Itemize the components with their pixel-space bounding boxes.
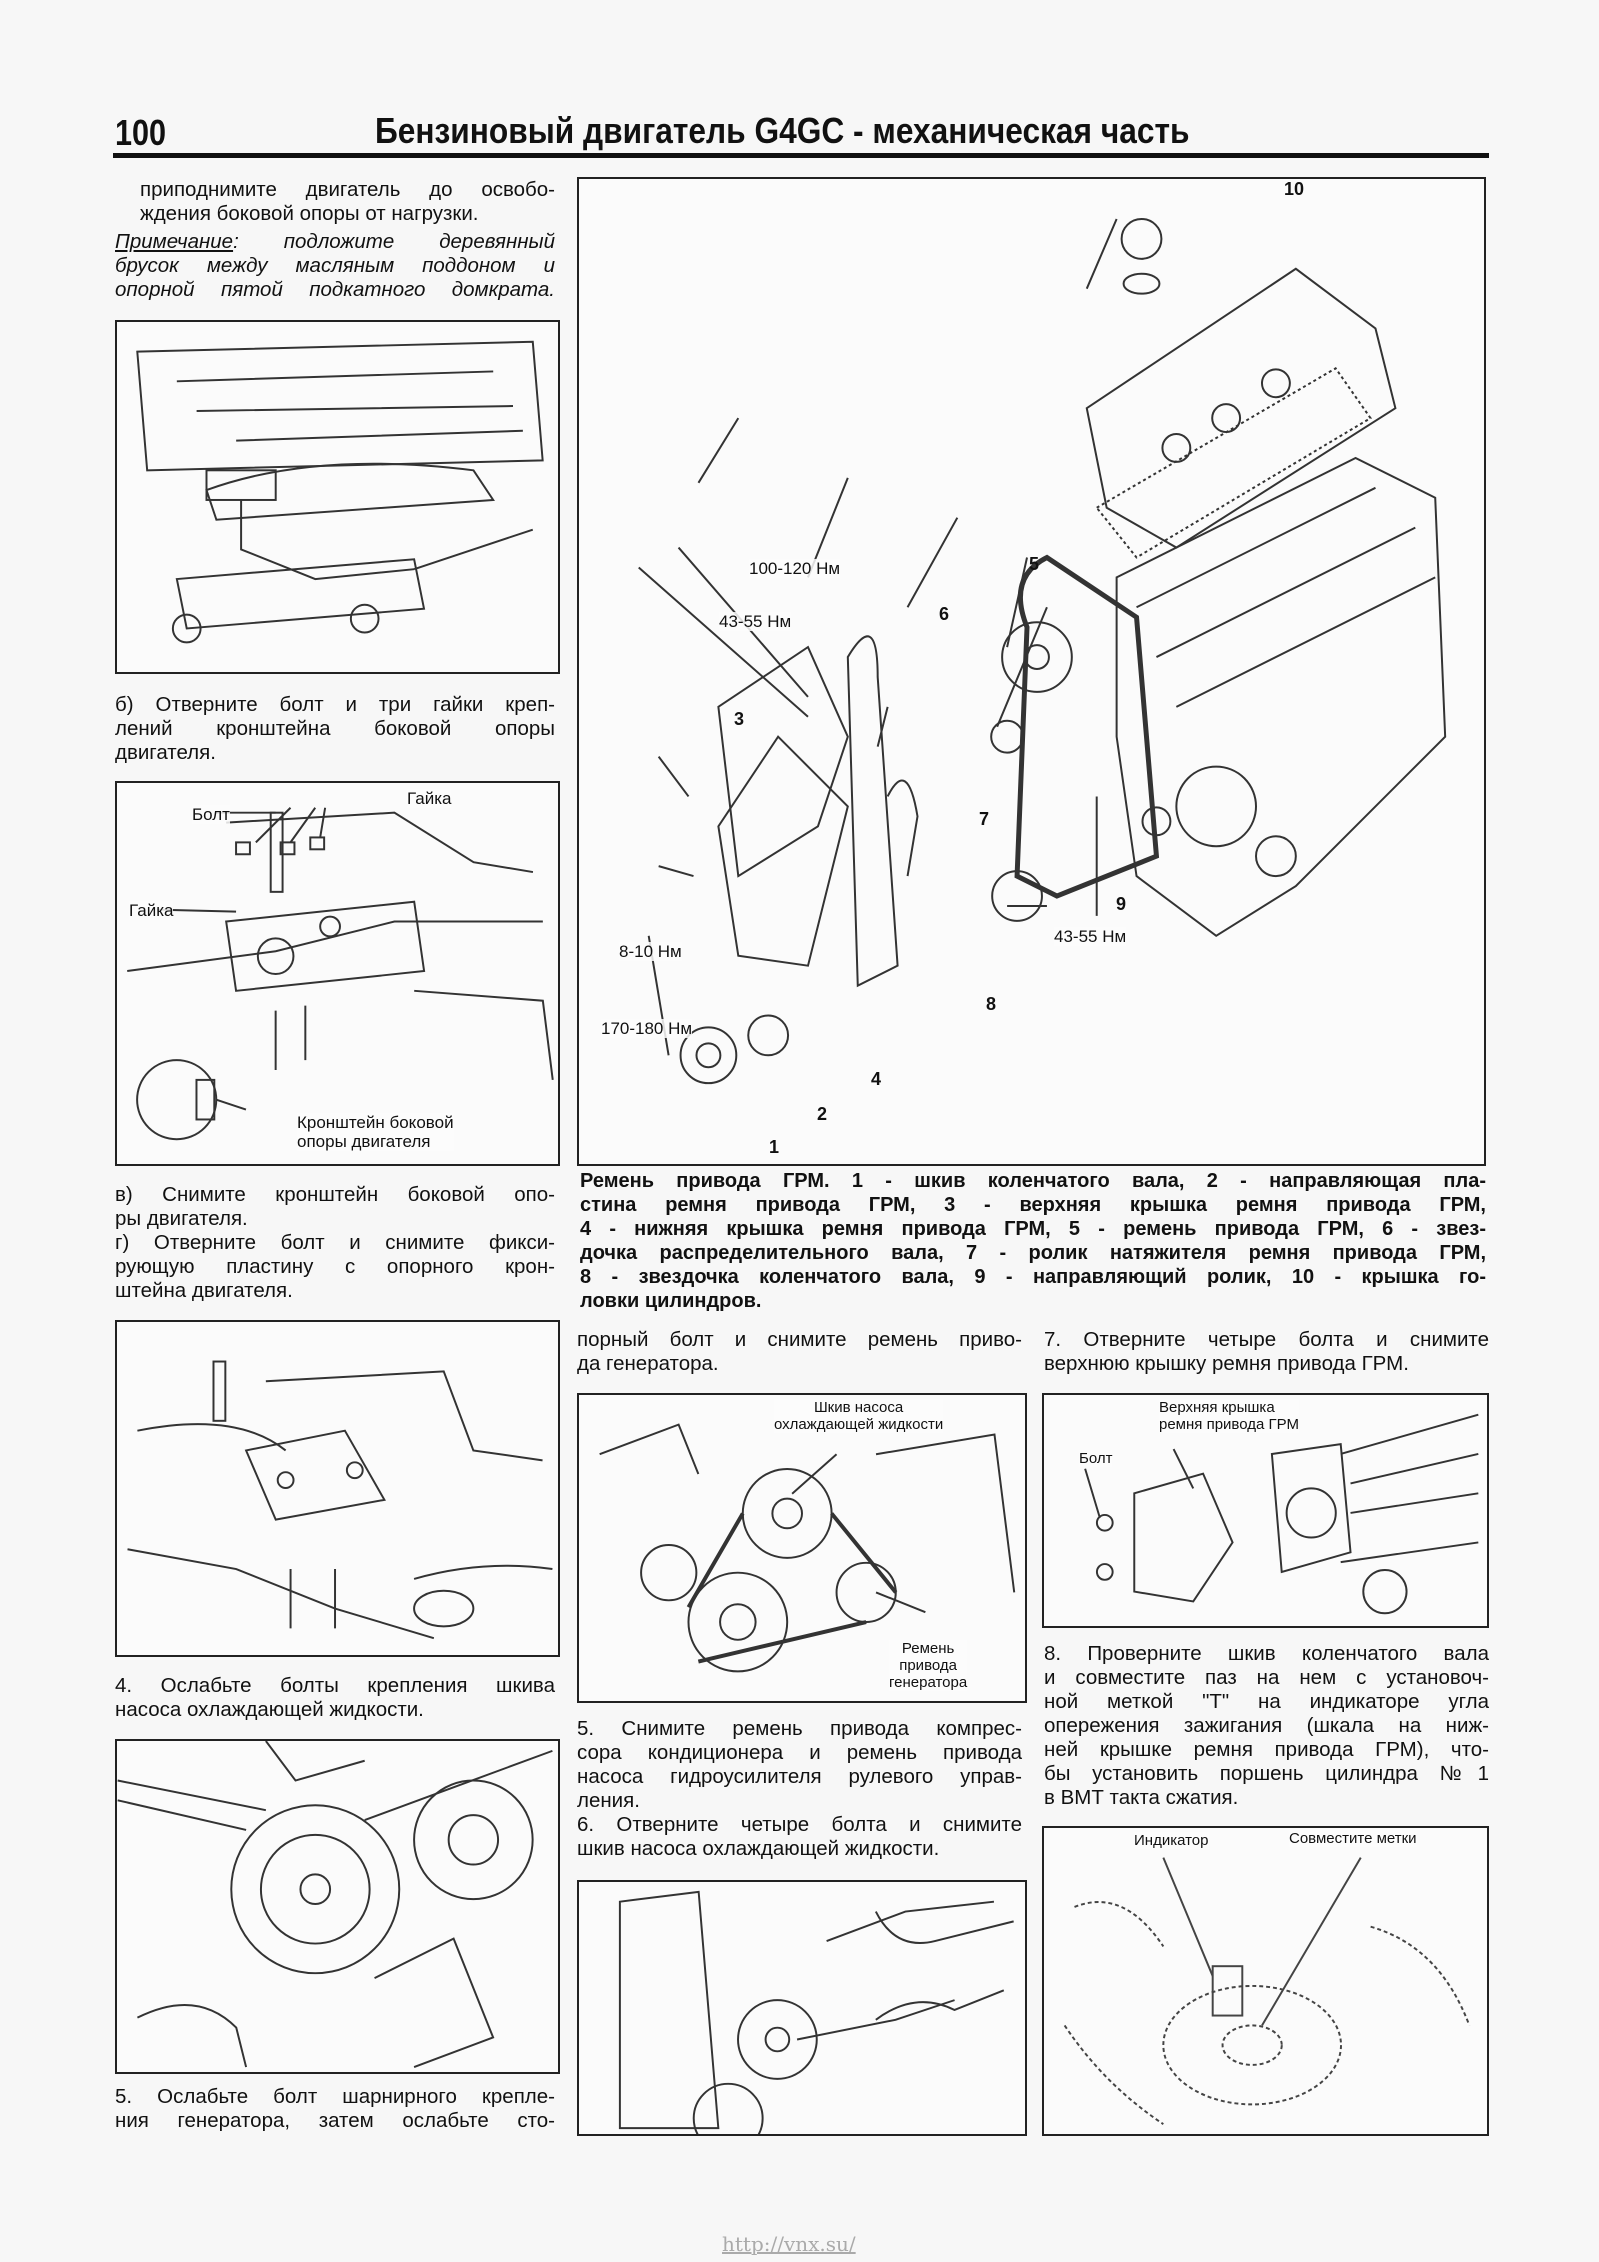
label-bracket: Кронштейн боковой опоры двигателя [297, 1113, 454, 1151]
figure-upper-timing-cover: Верхняя крышка ремня привода ГРМ Болт [1042, 1393, 1489, 1628]
callout-8: 8 [986, 994, 997, 1014]
figure-side-mount-bracket: Болт Гайка Гайка Кронштейн боковой опоры… [115, 781, 560, 1166]
callout-5: 5 [1029, 554, 1040, 574]
caption-line: ловки цилиндров. [580, 1290, 762, 1312]
figure-remove-pump-pulley [577, 1880, 1027, 2136]
torque-label-170-180: 170-180 Нм [601, 1019, 693, 1038]
text-line: двигателя. [115, 741, 216, 764]
text-line: ждения боковой опоры от нагрузки. [140, 202, 479, 225]
text-line: 8. Проверните шкив коленчатого вала [1044, 1642, 1489, 1665]
label-nut-left: Гайка [129, 901, 174, 920]
caption-line: 8 - звездочка коленчатого вала, 9 - напр… [580, 1266, 1486, 1288]
torque-label-43-55-a: 43-55 Нм [719, 612, 792, 631]
footer-url-link[interactable]: http://vnx.su/ [722, 2232, 856, 2256]
callout-2: 2 [817, 1104, 828, 1124]
text-line: 5. Снимите ремень привода компрес- [577, 1717, 1022, 1740]
label-align-marks: Совместите метки [1289, 1830, 1417, 1847]
torque-label-8-10: 8-10 Нм [619, 942, 682, 961]
left-paragraph-1: приподнимите двигатель до освобо- ждения… [140, 178, 555, 226]
middle-paragraph-2: 5. Снимите ремень привода компрес- сора … [577, 1717, 1022, 1861]
text-line: 4. Ослабьте болты крепления шкива [115, 1674, 555, 1697]
text-line: рующую пластину с опорного крон- [115, 1255, 555, 1278]
callout-9: 9 [1116, 894, 1127, 914]
left-paragraph-5: 5. Ослабьте болт шарнирного крепле- ния … [115, 2085, 555, 2133]
caption-line: Ремень привода ГРМ. 1 - шкив коленчатого… [580, 1170, 1486, 1192]
text-line: опережения зажигания (шкала на ниж- [1044, 1714, 1489, 1737]
left-paragraph-4: 4. Ослабьте болты крепления шкива насоса… [115, 1674, 555, 1722]
text-line: ния генератора, затем ослабьте сто- [115, 2109, 555, 2132]
torque-label-43-55-b: 43-55 Нм [1054, 927, 1127, 946]
callout-7: 7 [979, 809, 990, 829]
torque-label-100-120: 100-120 Нм [749, 559, 841, 578]
label-line: охлаждающей жидкости [774, 1416, 944, 1433]
text-line: б) Отверните болт и три гайки креп- [115, 693, 555, 716]
label-generator-belt: Ремень привода генератора [889, 1640, 968, 1691]
label-line: привода [899, 1657, 957, 1674]
text-line: в ВМТ такта сжатия. [1044, 1786, 1239, 1809]
text-line: да генератора. [577, 1352, 719, 1375]
text-line: ления. [577, 1789, 640, 1812]
text-line: шкив насоса охлаждающей жидкости. [577, 1837, 940, 1860]
label-line: Шкив насоса [813, 1399, 904, 1416]
text-line: бы установить поршень цилиндра №1 [1044, 1762, 1489, 1785]
callout-10: 10 [1284, 179, 1305, 199]
label-line: Верхняя крышка [1159, 1399, 1275, 1416]
label-bolt: Болт [1079, 1450, 1113, 1467]
figure-generator-belt: Шкив насоса охлаждающей жидкости Ремень … [577, 1393, 1027, 1703]
callout-6: 6 [939, 604, 950, 624]
text-line: ной меткой "Т" на индикаторе угла [1044, 1690, 1489, 1713]
text-line: г) Отверните болт и снимите фикси- [115, 1231, 555, 1254]
right-paragraph-1: 7. Отверните четыре болта и снимите верх… [1044, 1328, 1489, 1376]
page-title: Бензиновый двигатель G4GC - механическая… [375, 110, 1190, 151]
label-line: Ремень [901, 1640, 955, 1657]
text-line: насоса охлаждающей жидкости. [115, 1698, 424, 1721]
callout-4: 4 [871, 1069, 882, 1089]
text-line: ней крышке ремня привода ГРМ), что- [1044, 1738, 1489, 1761]
left-paragraph-2: б) Отверните болт и три гайки креп- лени… [115, 693, 555, 765]
right-paragraph-2: 8. Проверните шкив коленчатого вала и со… [1044, 1642, 1489, 1810]
page-number: 100 [115, 112, 167, 153]
caption-line: дочка распределительного вала, 7 - ролик… [580, 1242, 1486, 1264]
text-line: порный болт и снимите ремень приво- [577, 1328, 1022, 1351]
caption-line: стина ремня привода ГРМ, 3 - верхняя кры… [580, 1194, 1486, 1216]
label-indicator: Индикатор [1134, 1832, 1209, 1849]
label-line: Кронштейн боковой [297, 1113, 454, 1132]
label-line: генератора [889, 1674, 968, 1691]
text-line: верхнюю крышку ремня привода ГРМ. [1044, 1352, 1409, 1375]
text-line: опорной пятой подкатного домкрата. [115, 278, 555, 301]
main-figure-caption: Ремень привода ГРМ. 1 - шкив коленчатого… [580, 1169, 1486, 1313]
text-line: брусок между масляным поддоном и [115, 254, 555, 277]
left-paragraph-3: в) Снимите кронштейн боковой опо- ры дви… [115, 1183, 555, 1303]
note: Примечание: подложите деревянный брусок … [115, 230, 555, 301]
label-nut-top: Гайка [407, 789, 452, 808]
text-line: 6. Отверните четыре болта и снимите [577, 1813, 1022, 1836]
header-rule [113, 153, 1489, 158]
callout-1: 1 [769, 1137, 780, 1157]
figure-timing-belt-exploded: 10 100-120 Нм 43-55 Нм 5 6 3 7 9 43-55 Н… [577, 177, 1486, 1166]
callout-3: 3 [734, 709, 745, 729]
text-line: штейна двигателя. [115, 1279, 293, 1302]
text-line: 7. Отверните четыре болта и снимите [1044, 1328, 1489, 1351]
text-line: приподнимите двигатель до освобо- [140, 178, 555, 201]
label-water-pump-pulley: Шкив насоса охлаждающей жидкости [774, 1399, 944, 1433]
text-line: лений кронштейна боковой опоры [115, 717, 555, 740]
text-line: ры двигателя. [115, 1207, 248, 1230]
label-line: опоры двигателя [297, 1132, 431, 1151]
note-label: Примечание [115, 230, 234, 253]
label-line: ремня привода ГРМ [1159, 1416, 1299, 1433]
text-line: и совместите паз на нем с установоч- [1044, 1666, 1489, 1689]
figure-timing-marks: Индикатор Совместите метки [1042, 1826, 1489, 2136]
text-line: сора кондиционера и ремень привода [577, 1741, 1022, 1764]
text-line: насоса гидроусилителя рулевого управ- [577, 1765, 1022, 1788]
text-line: 5. Ослабьте болт шарнирного крепле- [115, 2085, 555, 2108]
label-upper-cover: Верхняя крышка ремня привода ГРМ [1159, 1399, 1299, 1433]
label-bolt: Болт [192, 805, 230, 824]
text-line: подложите деревянный [283, 230, 555, 253]
figure-jack-under-engine [115, 320, 560, 674]
middle-paragraph-1: порный болт и снимите ремень приво- да г… [577, 1328, 1022, 1376]
figure-locking-plate [115, 1320, 560, 1657]
text-line: в) Снимите кронштейн боковой опо- [115, 1183, 555, 1206]
caption-line: 4 - нижняя крышка ремня привода ГРМ, 5 -… [580, 1218, 1486, 1240]
figure-water-pump-pulley [115, 1739, 560, 2074]
